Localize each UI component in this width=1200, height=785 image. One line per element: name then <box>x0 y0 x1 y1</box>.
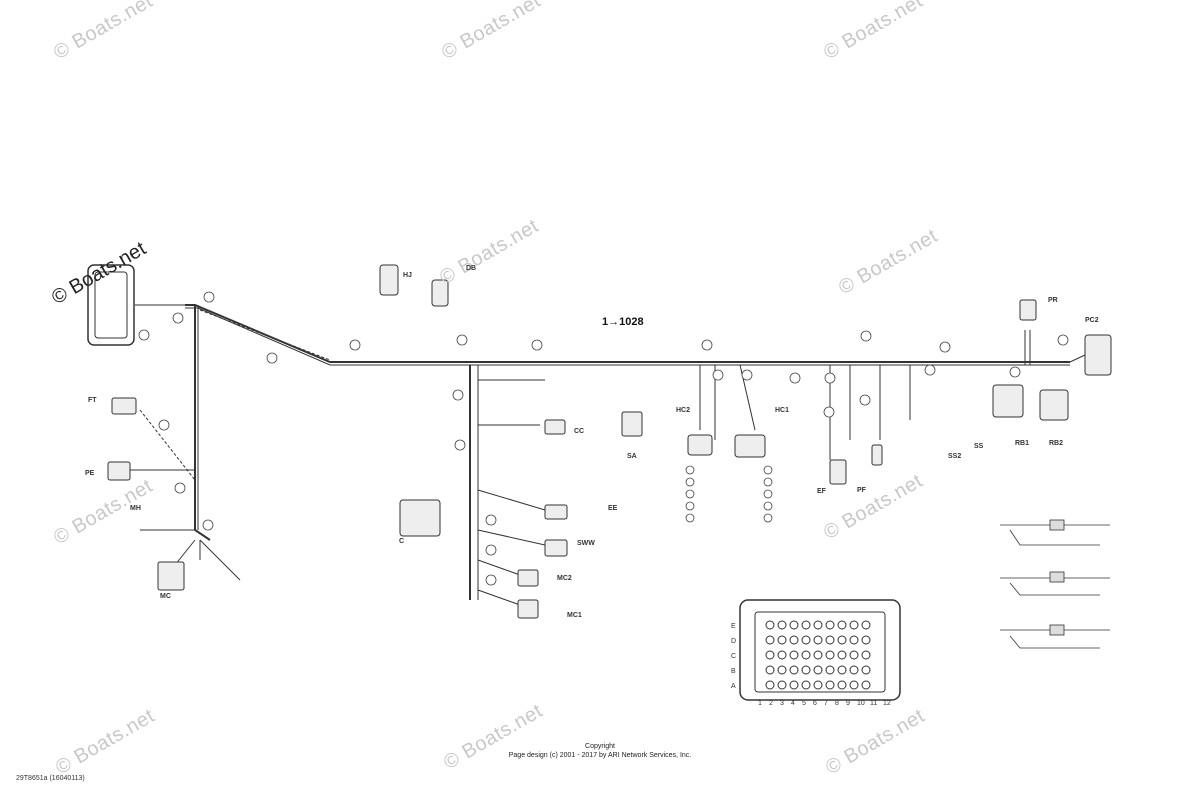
connector-SWW <box>544 539 568 557</box>
connector-PC2 <box>1084 334 1112 376</box>
label-HJ: HJ <box>403 272 412 279</box>
label-RB2: RB2 <box>1049 440 1064 447</box>
label-SA: SA <box>627 453 637 460</box>
connector-left-module <box>87 264 135 346</box>
connector-DB <box>431 279 449 307</box>
connector-FT <box>111 397 137 415</box>
connector-MC2 <box>517 569 539 587</box>
pin-col-12: 12 <box>883 700 891 707</box>
label-MH: MH <box>130 505 141 512</box>
pin-col-11: 11 <box>870 700 878 707</box>
label-SS: SS <box>974 443 984 450</box>
page-reference: 1→1028 <box>602 316 644 328</box>
label-SS2: SS2 <box>948 453 962 460</box>
label-PF: PF <box>857 487 866 494</box>
main-connector-block <box>739 599 901 701</box>
label-DB: DB <box>466 265 477 272</box>
connector-EE <box>544 504 568 520</box>
connector-PR <box>1019 299 1037 321</box>
label-EF: EF <box>817 488 826 495</box>
label-RB1: RB1 <box>1015 440 1030 447</box>
connector-SA <box>621 411 643 437</box>
label-HC1: HC1 <box>775 407 790 414</box>
label-SWW: SWW <box>577 540 595 547</box>
copyright-line-1: Copyright <box>585 743 615 750</box>
label-PE: PE <box>85 470 95 477</box>
connector-RB1 <box>992 384 1024 418</box>
label-MC: MC <box>160 593 171 600</box>
pin-col-3: 3 <box>780 700 784 707</box>
connector-PE <box>107 461 131 481</box>
connector-EF <box>829 459 847 485</box>
left-branch <box>194 305 211 541</box>
pin-col-6: 6 <box>813 700 817 707</box>
pin-col-10: 10 <box>857 700 865 707</box>
pin-col-7: 7 <box>824 700 828 707</box>
pin-col-4: 4 <box>791 700 795 707</box>
label-CC: CC <box>574 428 585 435</box>
connector-MC1 <box>517 599 539 619</box>
connector-MC <box>157 561 185 591</box>
pin-row-E: E <box>731 623 736 630</box>
pin-col-5: 5 <box>802 700 806 707</box>
label-EE: EE <box>608 505 618 512</box>
label-C: C <box>399 538 405 545</box>
label-FT: FT <box>88 397 97 404</box>
label-MC2: MC2 <box>557 575 572 582</box>
label-PC2: PC2 <box>1085 317 1099 324</box>
connector-CC <box>544 419 566 435</box>
label-MC1: MC1 <box>567 612 582 619</box>
pin-col-9: 9 <box>846 700 850 707</box>
label-HC2: HC2 <box>676 407 691 414</box>
label-PR: PR <box>1048 297 1058 304</box>
pin-col-8: 8 <box>835 700 839 707</box>
connector-PF <box>871 444 883 466</box>
main-harness-trunk <box>185 304 1070 363</box>
pin-row-A: A <box>731 683 736 690</box>
pin-row-B: B <box>731 668 736 675</box>
connector-RB2 <box>1039 389 1069 421</box>
connector-HJ <box>379 264 399 296</box>
connector-C <box>399 499 441 537</box>
drawing-part-number: 29T8651a (16040113) <box>16 775 85 782</box>
pin-row-D: D <box>731 638 737 645</box>
connector-HC2 <box>687 434 713 456</box>
copyright-line-2: Page design (c) 2001 - 2017 by ARI Netwo… <box>508 752 692 759</box>
pin-col-2: 2 <box>769 700 773 707</box>
connector-HC1 <box>734 434 766 458</box>
pin-row-C: C <box>731 653 737 660</box>
pin-col-1: 1 <box>758 700 762 707</box>
